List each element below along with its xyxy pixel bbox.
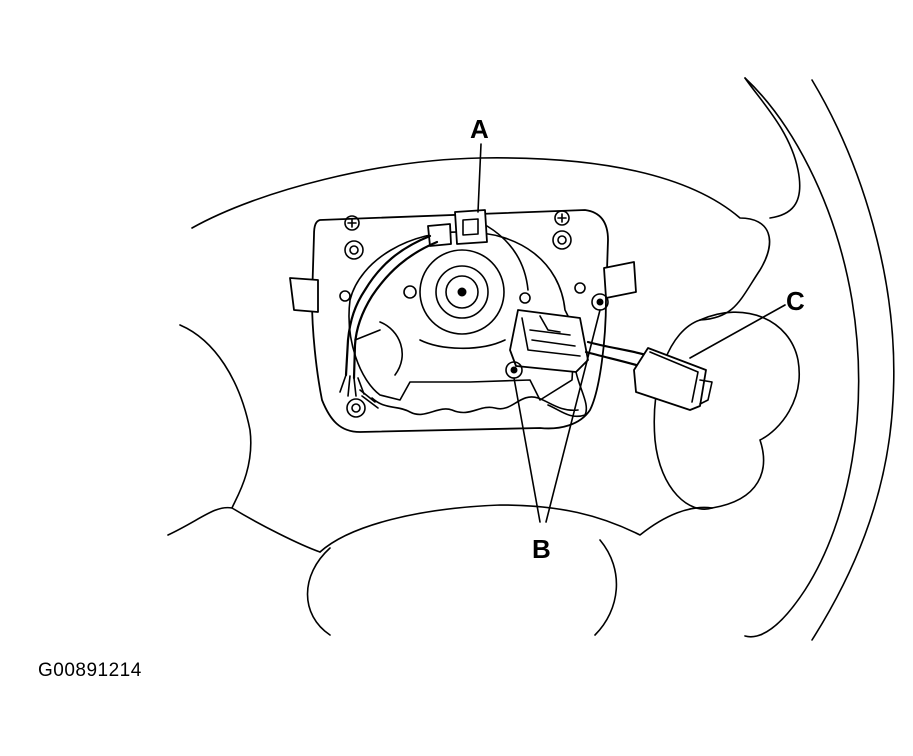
clock-spring	[348, 231, 586, 401]
connector-a	[427, 209, 529, 291]
leader-line-b-right	[545, 309, 601, 523]
callout-label-b: B	[532, 534, 551, 564]
mount-plate	[289, 209, 637, 433]
cruise-switch	[505, 293, 609, 418]
connector-c	[584, 340, 713, 411]
left-wire-harness	[339, 234, 439, 409]
mounting-screws	[339, 210, 572, 418]
leader-line-a	[477, 143, 482, 213]
steering-wheel-rim	[744, 77, 895, 641]
leader-lines	[477, 143, 786, 523]
callout-label-a: A	[470, 114, 489, 144]
leader-line-c	[689, 304, 786, 359]
wheel-hub-body	[167, 157, 800, 636]
leader-line-b-left	[513, 377, 541, 523]
figure-id: G00891214	[38, 660, 142, 681]
plate-bottom-edge	[371, 396, 579, 416]
callout-label-c: C	[786, 286, 805, 316]
